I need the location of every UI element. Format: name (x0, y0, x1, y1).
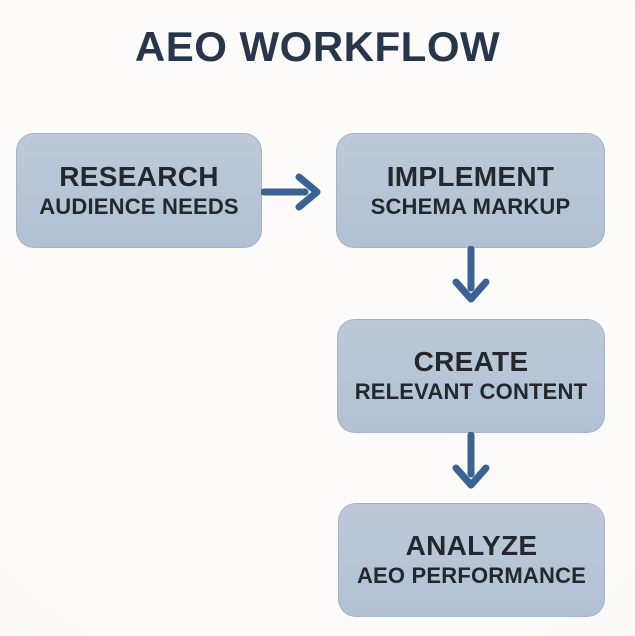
node-title: RESEARCH (59, 160, 219, 192)
flow-node-implement: IMPLEMENT SCHEMA MARKUP (336, 133, 605, 248)
node-title: CREATE (413, 346, 529, 377)
node-subtitle: RELEVANT CONTENT (354, 379, 588, 404)
flow-node-analyze: ANALYZE AEO PERFORMANCE (338, 503, 605, 617)
node-subtitle: AUDIENCE NEEDS (39, 193, 239, 219)
arrow-down-icon (449, 432, 493, 490)
arrow-down-icon (449, 246, 493, 304)
diagram-title: AEO WORKFLOW (134, 23, 501, 70)
flow-node-research: RESEARCH AUDIENCE NEEDS (16, 133, 262, 248)
node-subtitle: AEO PERFORMANCE (356, 563, 587, 588)
flow-node-create: CREATE RELEVANT CONTENT (337, 319, 605, 433)
arrow-right-icon (261, 170, 323, 214)
node-subtitle: SCHEMA MARKUP (370, 193, 571, 219)
node-title: IMPLEMENT (386, 160, 555, 192)
node-title: ANALYZE (405, 530, 538, 561)
